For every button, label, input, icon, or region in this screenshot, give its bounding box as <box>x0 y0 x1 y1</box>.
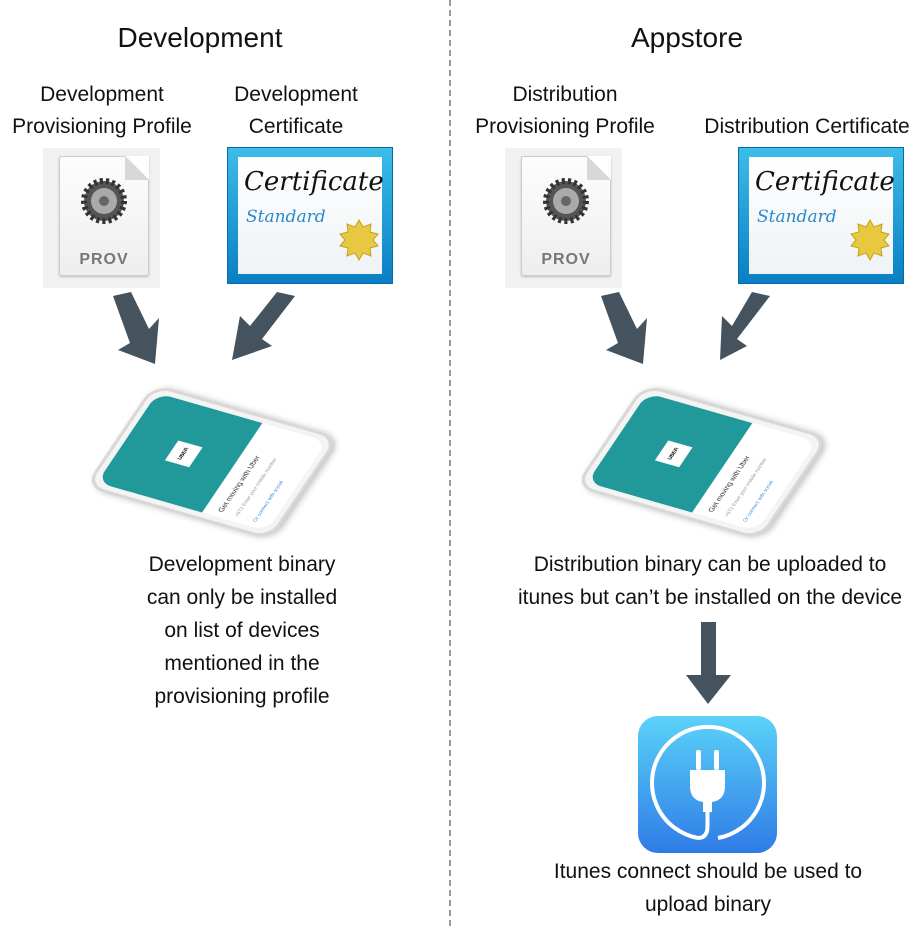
arrow-icon <box>686 622 731 704</box>
section-divider <box>449 0 451 926</box>
provisioning-profile-icon: PROV <box>505 148 622 288</box>
cert-subtitle: Standard <box>246 207 326 227</box>
cert-title: Certificate <box>244 167 384 197</box>
arrow-icon <box>113 292 159 364</box>
dev-caption: Development binary can only be installed… <box>92 548 392 713</box>
seal-icon <box>850 219 890 261</box>
arrow-icon <box>601 292 647 364</box>
appstore-title: Appstore <box>630 22 744 53</box>
caption-line: Itunes connect should be used to <box>553 860 863 883</box>
certificate-icon: Certificate Standard <box>738 147 904 284</box>
caption-line: can only be installed <box>146 586 338 609</box>
label-line: Provisioning Profile <box>12 115 192 138</box>
caption-line: itunes but can’t be installed on the dev… <box>517 586 903 609</box>
caption-line: Distribution binary can be uploaded to <box>533 553 887 576</box>
dist-profile-label: Distribution Provisioning Profile <box>465 79 665 143</box>
label-line: Certificate <box>248 115 344 138</box>
seal-icon <box>339 219 379 261</box>
cert-title: Certificate <box>755 167 895 197</box>
arrow-icon <box>720 292 770 360</box>
arrow-icon <box>232 292 295 360</box>
gear-icon <box>543 178 589 224</box>
prov-text: PROV <box>79 251 129 268</box>
plug-icon <box>650 724 766 840</box>
provisioning-profile-icon: PROV <box>43 148 160 288</box>
dev-cert-label: Development Certificate <box>196 79 396 143</box>
dist-cert-label: Distribution Certificate <box>704 115 910 138</box>
caption-line: Development binary <box>148 553 336 576</box>
gear-icon <box>81 178 127 224</box>
caption-line: mentioned in the <box>164 652 320 675</box>
dist-caption: Distribution binary can be uploaded to i… <box>480 548 924 614</box>
label-line: Distribution <box>512 83 618 106</box>
development-title: Development <box>117 22 283 53</box>
label-line: Development <box>234 83 358 106</box>
caption-line: on list of devices <box>164 619 320 642</box>
cert-subtitle: Standard <box>757 207 837 227</box>
prov-text: PROV <box>541 251 591 268</box>
caption-line: provisioning profile <box>154 685 330 708</box>
itunes-caption: Itunes connect should be used to upload … <box>508 855 908 921</box>
certificate-icon: Certificate Standard <box>227 147 393 284</box>
caption-line: upload binary <box>644 893 772 916</box>
label-line: Provisioning Profile <box>475 115 655 138</box>
itunes-connect-icon <box>638 716 777 853</box>
dev-profile-label: Development Provisioning Profile <box>2 79 202 143</box>
label-line: Development <box>40 83 164 106</box>
